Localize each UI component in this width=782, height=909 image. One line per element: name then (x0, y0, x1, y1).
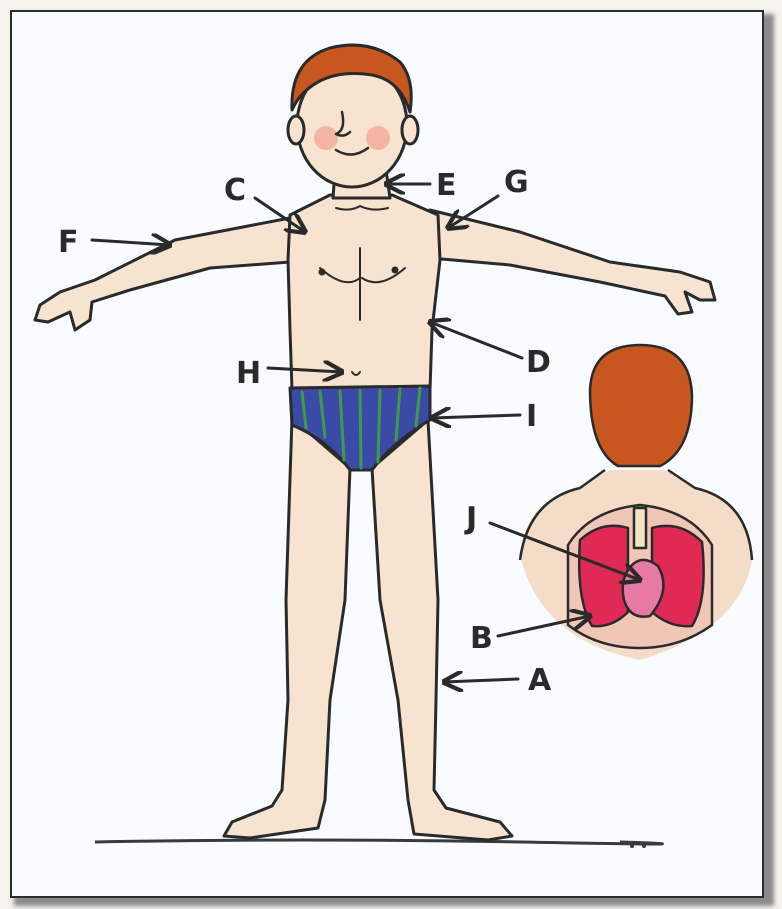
label-J: J (464, 501, 477, 536)
trachea (634, 508, 646, 548)
left-lung (579, 526, 628, 627)
back-view (520, 345, 752, 660)
arrow-I (432, 415, 520, 418)
arrow-A (444, 679, 518, 682)
label-D: D (526, 345, 551, 380)
right-arm (430, 210, 715, 314)
label-C: C (224, 173, 246, 208)
label-I: I (526, 399, 537, 434)
label-B: B (470, 621, 493, 656)
label-G: G (504, 165, 529, 200)
back-head (590, 345, 692, 466)
left-leg (224, 418, 350, 838)
label-H: H (236, 356, 261, 391)
label-A: A (528, 663, 552, 698)
torso (288, 195, 440, 390)
heart (623, 560, 664, 617)
label-E: E (436, 168, 457, 203)
label-F: F (58, 225, 79, 260)
arrow-D (430, 322, 522, 358)
arrow-F (92, 240, 170, 245)
ground-line (95, 840, 662, 848)
